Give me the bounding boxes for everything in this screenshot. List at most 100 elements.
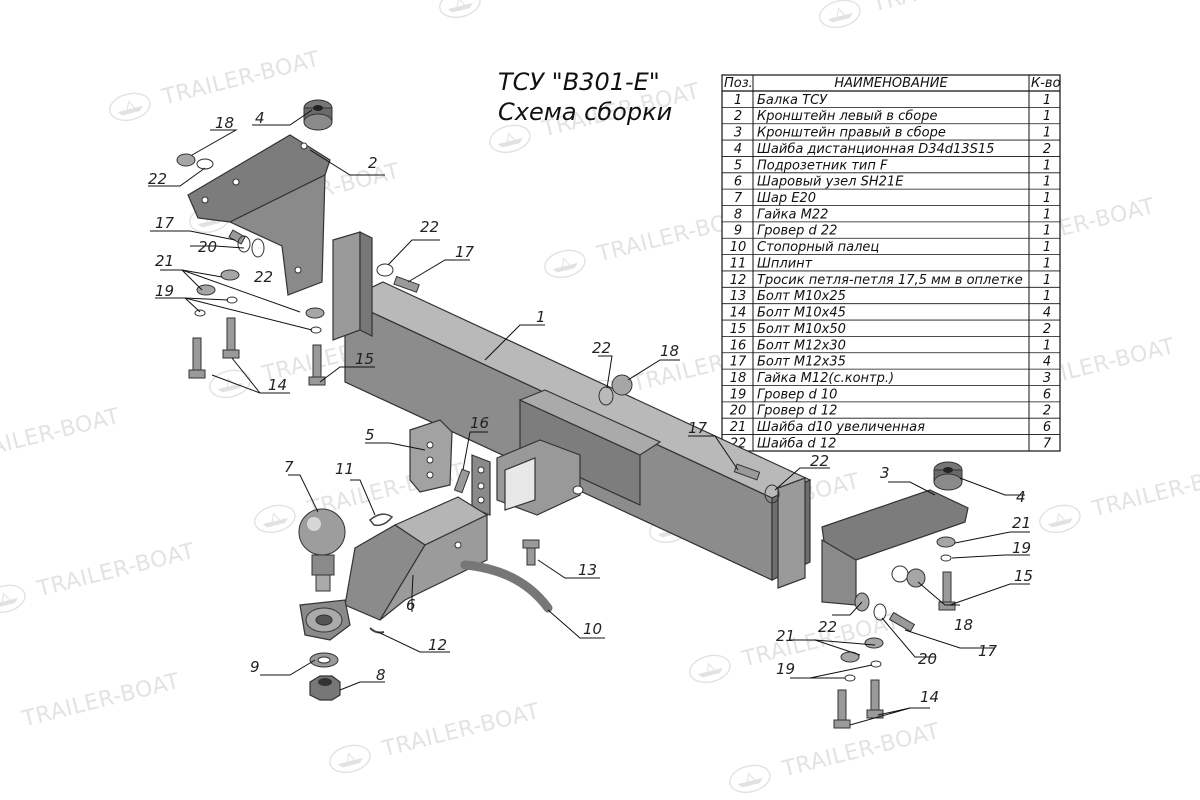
table-cell-name: Болт М12х30	[757, 338, 846, 353]
callout-22: 22	[254, 268, 273, 286]
watermark-text: TRAILER-BOAT	[1089, 459, 1200, 523]
table-cell-pos: 3	[734, 126, 742, 141]
callout-13: 13	[578, 561, 597, 579]
table-cell-pos: 11	[730, 256, 747, 271]
callout-17: 17	[688, 419, 708, 437]
callout-17: 17	[455, 243, 475, 261]
watermark-text: TRAILER-BOAT	[0, 404, 123, 468]
watermark: TRAILER-BOAT	[326, 699, 543, 778]
callout-16: 16	[470, 414, 489, 432]
table-cell-name: Болт М10х50	[757, 322, 846, 337]
split-pin	[368, 513, 394, 527]
callout-15: 15	[355, 350, 374, 368]
table-cell-pos: 15	[730, 322, 747, 337]
table-cell-pos: 1	[734, 93, 742, 108]
callout-14: 14	[268, 376, 287, 394]
callout-21: 21	[776, 627, 795, 645]
callout-18: 18	[215, 114, 234, 132]
watermark: TRAILER-BOAT	[106, 47, 323, 126]
watermark: TRAILER-BOAT	[1036, 459, 1200, 538]
table-cell-name: Стопорный палец	[757, 240, 879, 255]
table-cell-pos: 14	[730, 306, 747, 321]
table-cell-pos: 4	[734, 142, 742, 157]
table-cell-qty: 3	[1043, 371, 1051, 386]
callout-17: 17	[978, 642, 998, 660]
table-cell-pos: 21	[730, 420, 747, 435]
callout-22: 22	[420, 218, 439, 236]
table-cell-name: Болт М10х25	[757, 289, 846, 304]
lock-washer-22	[309, 652, 339, 668]
table-cell-qty: 1	[1043, 289, 1051, 304]
table-cell-name: Гайка М22	[757, 207, 828, 222]
callout-10: 10	[583, 620, 602, 638]
table-cell-qty: 2	[1043, 404, 1051, 419]
callout-20: 20	[918, 650, 937, 668]
callout-18: 18	[954, 616, 973, 634]
safety-cable	[369, 627, 385, 634]
table-cell-name: Гровер d 10	[757, 387, 837, 402]
table-cell-name: Балка ТСУ	[757, 93, 828, 108]
nut-m22	[309, 675, 341, 701]
callouts: 18 4 2 22 17 20 21 22 19 14 15 22 17 1 1…	[148, 109, 1033, 706]
table-cell-name: Гровер d 22	[757, 224, 837, 239]
tow-ball	[298, 508, 346, 592]
callout-14: 14	[920, 688, 939, 706]
table-cell-name: Шаровый узел SH21E	[757, 175, 904, 190]
watermark-text: TRAILER-BOAT	[489, 0, 653, 8]
callout-19: 19	[1012, 539, 1031, 557]
table-cell-name: Шайба d 12	[757, 436, 836, 451]
table-cell-name: Шплинт	[757, 256, 813, 271]
callout-1: 1	[536, 308, 546, 326]
callout-11: 11	[335, 460, 354, 478]
callout-9: 9	[250, 658, 260, 676]
watermark: TRAILER-BOAT	[0, 539, 198, 618]
right-bracket	[821, 461, 969, 606]
table-cell-qty: 7	[1043, 436, 1052, 451]
table-cell-name: Болт М12х35	[757, 355, 846, 370]
table-cell-name: Шар E20	[757, 191, 816, 206]
table-cell-qty: 1	[1043, 126, 1051, 141]
table-cell-pos: 10	[730, 240, 747, 255]
table-cell-name: Подрозетник тип F	[757, 158, 888, 173]
table-cell-pos: 20	[730, 404, 747, 419]
callout-17: 17	[155, 214, 175, 232]
callout-19: 19	[155, 282, 174, 300]
callout-6: 6	[406, 596, 416, 614]
receiver-tube	[471, 439, 584, 516]
table-cell-qty: 1	[1043, 158, 1051, 173]
table-cell-qty: 1	[1043, 273, 1051, 288]
leader-lines	[148, 109, 1030, 726]
callout-21: 21	[155, 252, 174, 270]
drawing-subtitle: Схема сборки	[498, 98, 672, 126]
table-cell-qty: 1	[1043, 93, 1051, 108]
stop-pin	[460, 560, 553, 613]
callout-19: 19	[776, 660, 795, 678]
watermark: TRAILER-BOAT	[726, 719, 943, 798]
callout-12: 12	[428, 636, 447, 654]
callout-22: 22	[148, 170, 167, 188]
table-cell-name: Кронштейн левый в сборе	[757, 109, 937, 124]
table-cell-name: Тросик петля-петля 17,5 мм в оплетке	[757, 273, 1023, 288]
table-header-pos: Поз.	[724, 76, 753, 91]
table-cell-pos: 19	[730, 387, 747, 402]
watermark: TRAILER-BOAT	[436, 0, 653, 23]
washers	[176, 153, 956, 682]
watermark-text: TRAILER-BOAT	[19, 669, 183, 733]
table-cell-qty: 1	[1043, 191, 1051, 206]
table-cell-qty: 2	[1043, 322, 1051, 337]
callout-5: 5	[365, 426, 375, 444]
callout-18: 18	[660, 342, 679, 360]
fasteners	[188, 229, 956, 729]
table-cell-pos: 16	[730, 338, 747, 353]
callout-15: 15	[1014, 567, 1033, 585]
callout-4: 4	[1016, 488, 1026, 506]
watermark: TRAILER-BOAT	[19, 669, 183, 733]
socket-plate	[409, 419, 453, 493]
table-cell-pos: 12	[730, 273, 747, 288]
watermark: TRAILER-BOAT	[816, 0, 1033, 33]
table-cell-pos: 9	[734, 224, 742, 239]
table-cell-pos: 2	[734, 109, 742, 124]
callout-8: 8	[376, 666, 386, 684]
